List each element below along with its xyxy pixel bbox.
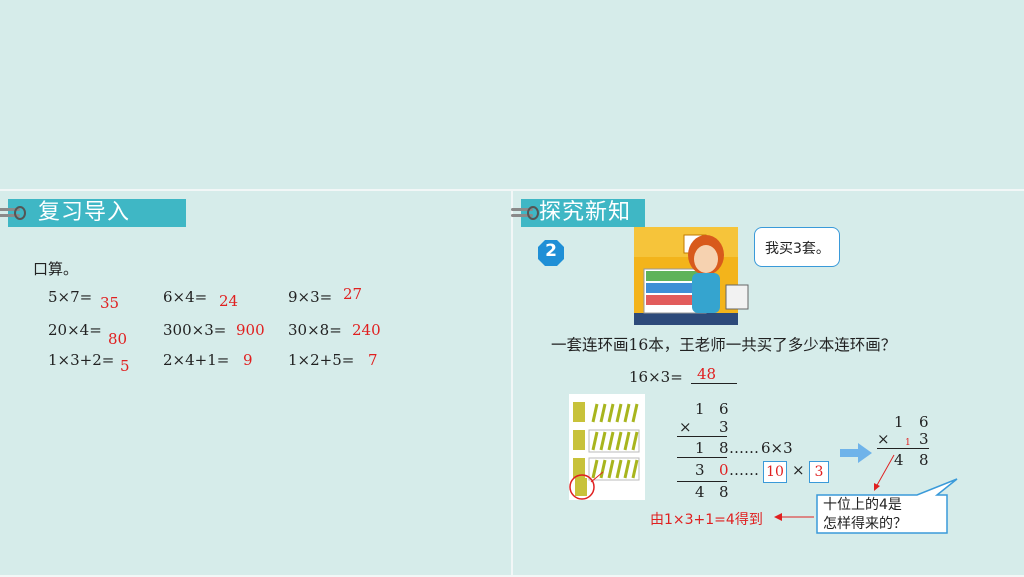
digit: 8 xyxy=(719,439,729,457)
oral-question: 5×7= xyxy=(48,288,93,306)
oral-answer: 35 xyxy=(100,294,120,312)
left-arrow-icon xyxy=(774,513,814,521)
section-title: 复习导入 xyxy=(38,200,131,225)
oral-answer: 27 xyxy=(343,285,363,303)
pointer-arrow-icon xyxy=(874,454,895,491)
oral-answer: 7 xyxy=(368,351,378,369)
review-panel: 复习导入 口算。 5×7= 35 6×4= 24 9×3= 27 20×4= 80 300×3=… xyxy=(0,191,511,575)
speech-text: 我买3套。 xyxy=(765,241,830,257)
counting-sticks-diagram xyxy=(569,394,645,500)
oral-question: 30×8= xyxy=(288,321,342,339)
step-badge: 2 xyxy=(537,239,565,267)
oral-answer: 5 xyxy=(120,357,130,375)
oral-question: 20×4= xyxy=(48,321,102,339)
explain-text: 由1×3+1=4得到 xyxy=(650,512,763,528)
bubble-line-1: 十位上的4是 xyxy=(823,497,902,513)
section-title: 探究新知 xyxy=(539,200,632,225)
carry-digit: 1 xyxy=(905,438,911,448)
binder-ring-icon xyxy=(0,206,26,220)
times-sign: × xyxy=(679,418,692,436)
stick xyxy=(591,459,599,479)
oral-question: 6×4= xyxy=(163,288,208,306)
intro-text: 口算。 xyxy=(33,260,79,278)
partial-note: 6×3 xyxy=(761,439,793,457)
oral-question: 300×3= xyxy=(163,321,227,339)
oral-question: 2×4+1= xyxy=(163,351,230,369)
oral-answer: 80 xyxy=(108,330,128,348)
calc-line xyxy=(677,481,727,482)
step-number: 2 xyxy=(545,241,557,261)
digit: 1 xyxy=(894,413,904,431)
equation: 16×3= xyxy=(629,368,683,386)
stick xyxy=(615,403,623,423)
calc-line xyxy=(877,448,929,449)
stick-bundle xyxy=(575,478,587,496)
stick xyxy=(599,459,607,479)
right-arrow-icon xyxy=(840,443,872,463)
digit: 8 xyxy=(719,483,729,501)
stick xyxy=(591,403,599,423)
top-blank-area xyxy=(0,0,1024,189)
question-bubble-text: 十位上的4是 怎样得来的？ xyxy=(823,496,907,534)
digit: 3 xyxy=(719,418,729,436)
stick xyxy=(631,431,639,451)
equation-answer: 48 xyxy=(697,365,717,383)
times-sign: × xyxy=(877,430,890,448)
dots: …… xyxy=(729,461,759,479)
digit: 8 xyxy=(919,451,929,469)
digit: 4 xyxy=(695,483,705,501)
stick-group-box xyxy=(588,429,640,453)
digit: 3 xyxy=(919,430,929,448)
digit: 1 xyxy=(695,439,705,457)
teacher-bookstore-illustration xyxy=(634,227,749,325)
digit: 6 xyxy=(719,400,729,418)
digit: 1 xyxy=(695,400,705,418)
calc-line xyxy=(677,436,727,437)
factor-box-3: 3 xyxy=(809,461,829,483)
digit: 6 xyxy=(919,413,929,431)
stick xyxy=(607,459,615,479)
stick xyxy=(623,459,631,479)
stick xyxy=(623,403,631,423)
times-sign: × xyxy=(792,461,805,479)
oral-answer: 9 xyxy=(243,351,253,369)
section-header-explore: 探究新知 xyxy=(511,199,645,227)
bubble-line-2: 怎样得来的？ xyxy=(823,516,907,532)
speech-bubble: 我买3套。 xyxy=(754,227,840,267)
stick xyxy=(623,431,631,451)
stick xyxy=(615,431,623,451)
explore-panel: 探究新知 2 我买3套。 一套连环画16本，王老师一共买了多少本连环画？ 16×… xyxy=(511,191,1024,575)
oral-question: 9×3= xyxy=(288,288,333,306)
stick-bundle xyxy=(573,402,585,422)
oral-question: 1×2+5= xyxy=(288,351,355,369)
stick-bundle xyxy=(573,430,585,450)
stick xyxy=(607,431,615,451)
digit-zero: 0 xyxy=(719,461,729,479)
factor-box-10: 10 xyxy=(763,461,787,483)
oral-answer: 900 xyxy=(236,321,265,339)
calc-line xyxy=(677,457,727,458)
stick xyxy=(631,459,639,479)
stick xyxy=(607,403,615,423)
digit: 3 xyxy=(695,461,705,479)
binder-ring-icon xyxy=(511,206,539,220)
oral-answer: 24 xyxy=(219,292,239,310)
digit: 4 xyxy=(894,451,904,469)
oral-answer: 240 xyxy=(352,321,381,339)
word-problem: 一套连环画16本，王老师一共买了多少本连环画？ xyxy=(551,336,897,354)
stick xyxy=(631,403,639,423)
stick-bundle xyxy=(573,458,585,478)
stick xyxy=(615,459,623,479)
stick-group-box xyxy=(588,457,640,481)
dots: …… xyxy=(729,439,759,457)
section-header-review: 复习导入 xyxy=(0,199,186,227)
oral-question: 1×3+2= xyxy=(48,351,115,369)
question-bubble xyxy=(816,478,958,534)
stick xyxy=(599,431,607,451)
stick xyxy=(599,403,607,423)
stick xyxy=(591,431,599,451)
answer-underline xyxy=(691,383,737,384)
